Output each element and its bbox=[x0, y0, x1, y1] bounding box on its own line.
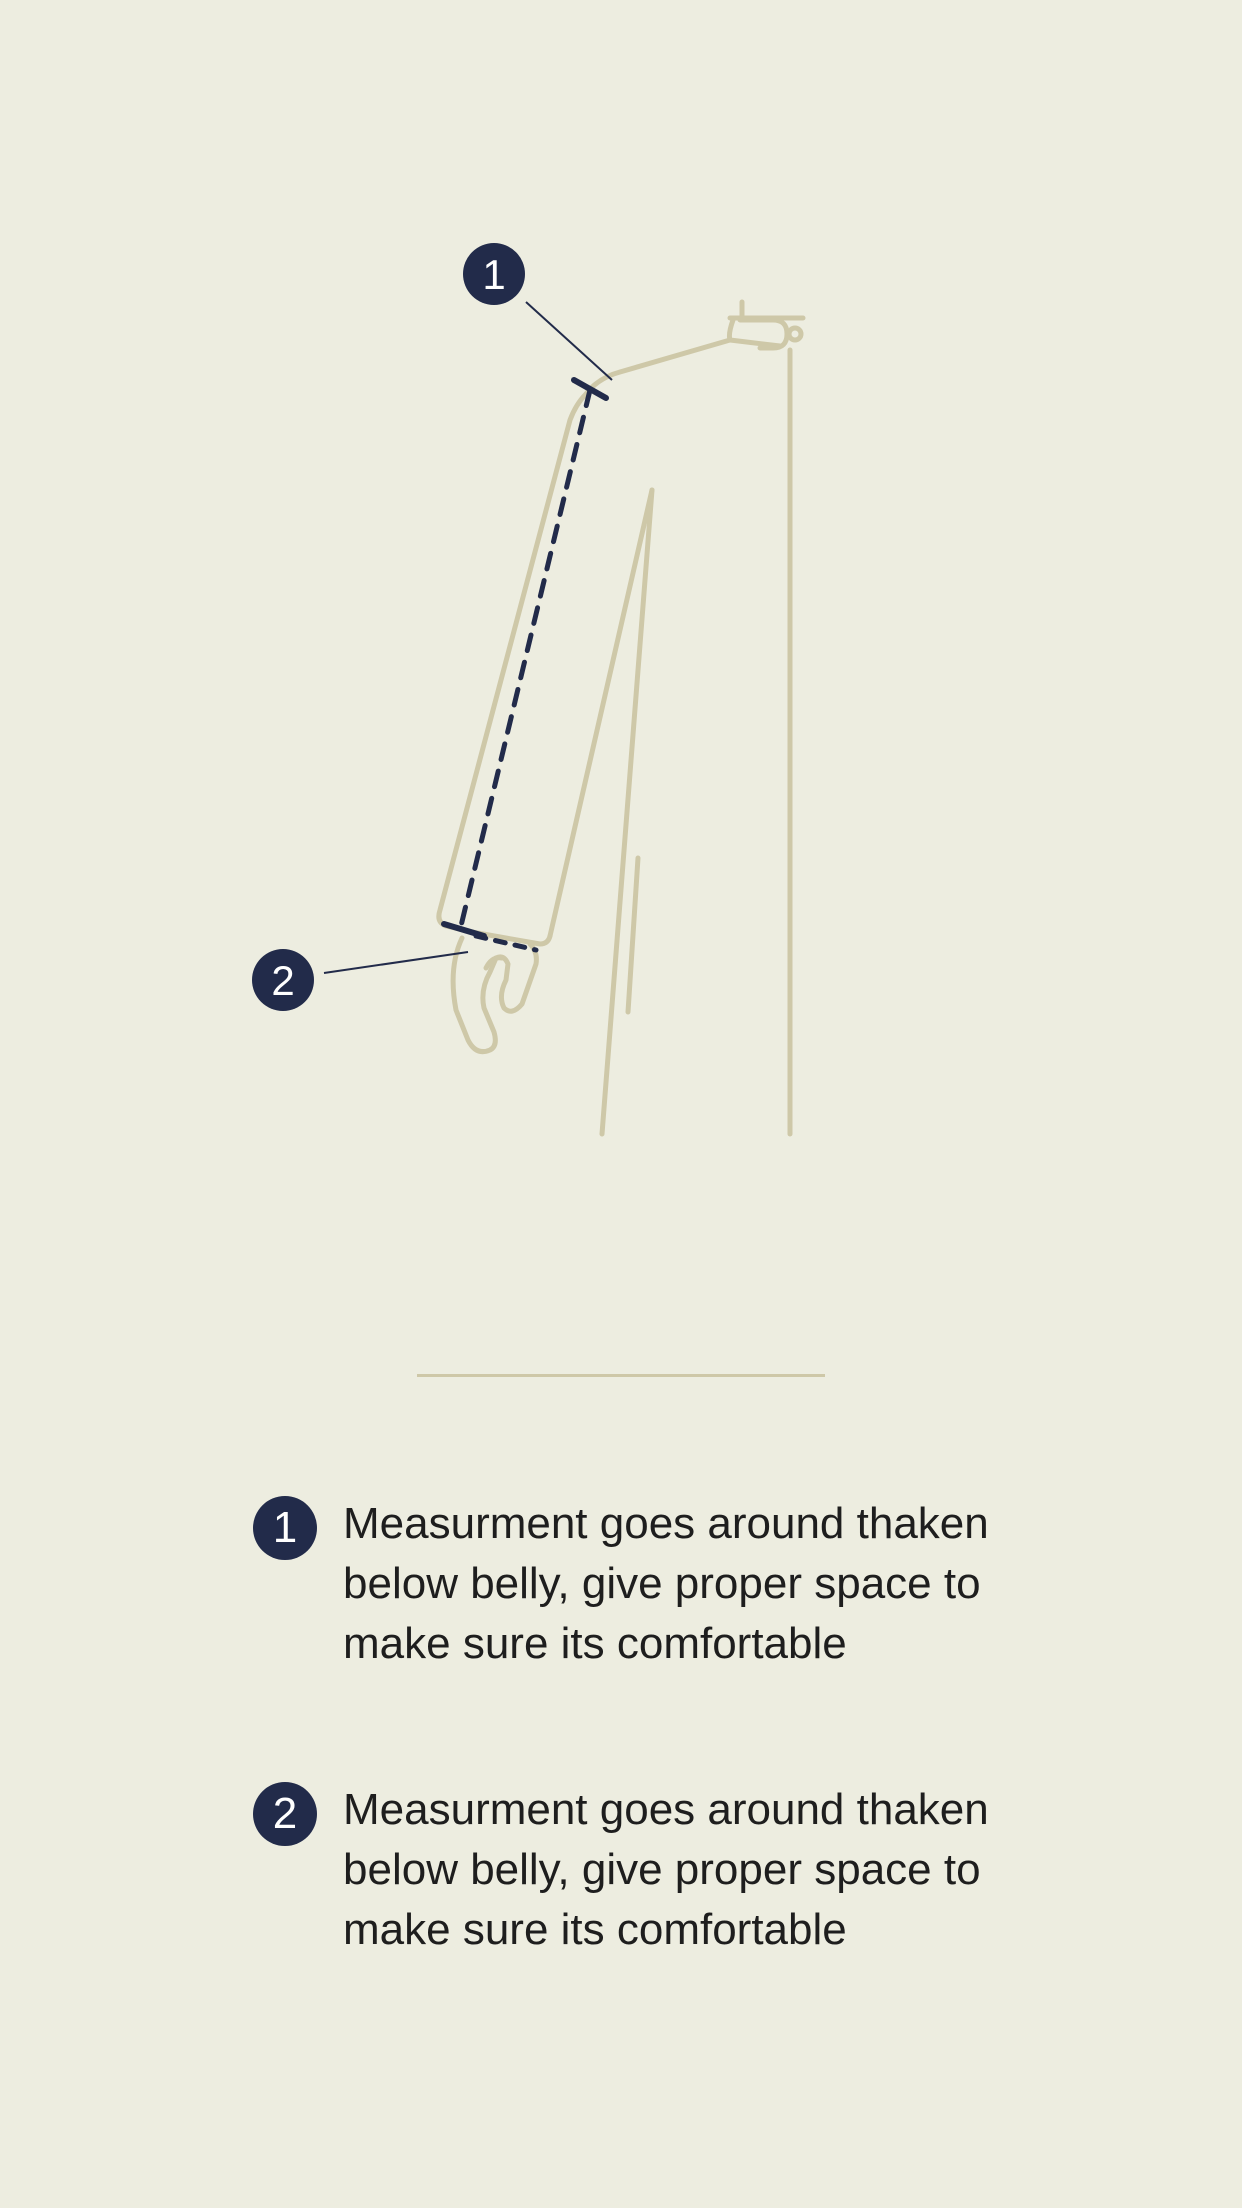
sleeve-length-line bbox=[441, 377, 609, 953]
marker-1-leader-line bbox=[525, 301, 613, 381]
garment-outline bbox=[436, 299, 806, 1137]
instruction-number-badge: 2 bbox=[253, 1782, 317, 1846]
marker-2-leader-line bbox=[323, 951, 469, 974]
marker-2-label: 2 bbox=[271, 957, 294, 1004]
instruction-item-1: 1 Measurment goes around thaken below be… bbox=[253, 1494, 1153, 1674]
instruction-text: Measurment goes around thaken below bell… bbox=[343, 1499, 989, 1668]
instruction-text: Measurment goes around thaken below bell… bbox=[343, 1785, 989, 1954]
instruction-number-badge: 1 bbox=[253, 1496, 317, 1560]
shoulder-tick bbox=[571, 377, 609, 401]
instruction-item-2: 2 Measurment goes around thaken below be… bbox=[253, 1780, 1153, 1960]
marker-2-badge: 2 bbox=[252, 949, 314, 1011]
marker-1-label: 1 bbox=[482, 251, 505, 298]
cuff-tick bbox=[441, 921, 487, 939]
section-divider bbox=[417, 1374, 825, 1377]
marker-1-badge: 1 bbox=[463, 243, 525, 305]
sleeve-measurement-illustration: 1 2 bbox=[252, 243, 806, 1137]
